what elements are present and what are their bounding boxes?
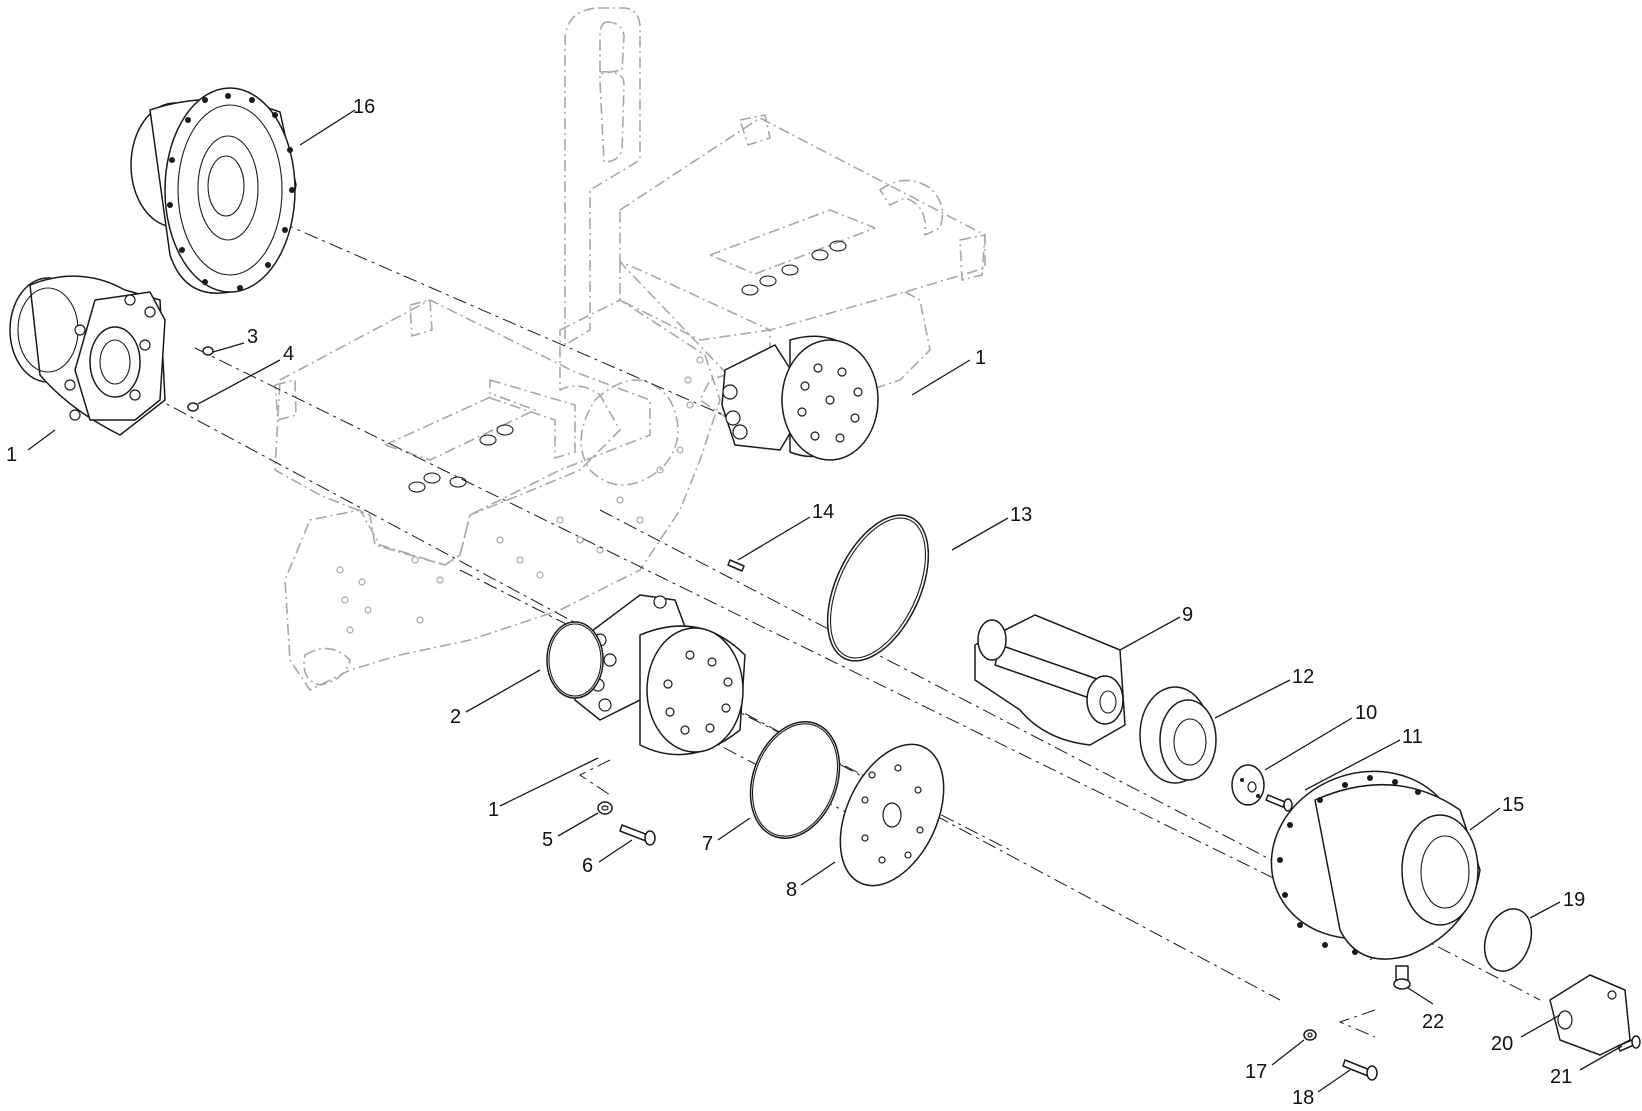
- o-ring-2: [546, 621, 604, 699]
- bolt-6: [619, 824, 656, 846]
- callout-9: 9: [1182, 604, 1193, 626]
- drive-motor-center: [574, 594, 746, 756]
- callout-17: 17: [1245, 1061, 1267, 1083]
- callout-14: 14: [812, 501, 834, 523]
- callout-22: 22: [1422, 1011, 1444, 1033]
- callout-21: 21: [1550, 1066, 1572, 1088]
- callout-4: 4: [283, 343, 294, 365]
- o-ring-7: [749, 721, 841, 839]
- dowel-pin-14: [727, 559, 745, 572]
- frame-phantom: [274, 7, 986, 691]
- callout-13: 13: [1010, 504, 1032, 526]
- callout-12: 12: [1292, 666, 1314, 688]
- o-ring-13: [826, 514, 930, 662]
- callout-15: 15: [1502, 794, 1524, 816]
- callout-labels: 16 3 4 1 1 14 13 9 12 10 11 15 19 2 1 5 …: [6, 96, 1585, 1109]
- callout-3: 3: [247, 326, 258, 348]
- spindle-9: [974, 614, 1126, 746]
- bolt-18: [1342, 1059, 1378, 1081]
- hub-housing: [130, 87, 297, 294]
- drive-motor-right: [721, 335, 879, 461]
- leader-lines: [27, 109, 1623, 1093]
- callout-1-left: 1: [6, 444, 17, 466]
- bearing-12: [1139, 686, 1217, 784]
- callout-19: 19: [1563, 889, 1585, 911]
- callout-8: 8: [786, 879, 797, 901]
- callout-1-center: 1: [488, 799, 499, 821]
- screw-21: [1617, 1035, 1641, 1052]
- sensor-20: [1549, 974, 1631, 1056]
- washer-5: [597, 801, 613, 815]
- washer-17: [1303, 1029, 1317, 1041]
- hub-15: [1270, 770, 1481, 960]
- callout-2: 2: [450, 706, 461, 728]
- callout-7: 7: [702, 833, 713, 855]
- drive-motor-left: [9, 275, 166, 436]
- callout-1-right: 1: [975, 347, 986, 369]
- callout-20: 20: [1491, 1033, 1513, 1055]
- callout-18: 18: [1292, 1087, 1314, 1109]
- seal-19: [1483, 908, 1533, 972]
- callout-5: 5: [542, 829, 553, 851]
- disc-8: [839, 743, 945, 887]
- callout-16: 16: [353, 96, 375, 118]
- o-ring-3: [202, 346, 214, 356]
- callout-11: 11: [1402, 726, 1423, 748]
- nut-10: [1231, 764, 1265, 806]
- screw-11: [1265, 794, 1293, 812]
- callout-10: 10: [1355, 702, 1377, 724]
- o-ring-4: [187, 402, 199, 412]
- plug-22: [1393, 965, 1411, 990]
- callout-6: 6: [582, 855, 593, 877]
